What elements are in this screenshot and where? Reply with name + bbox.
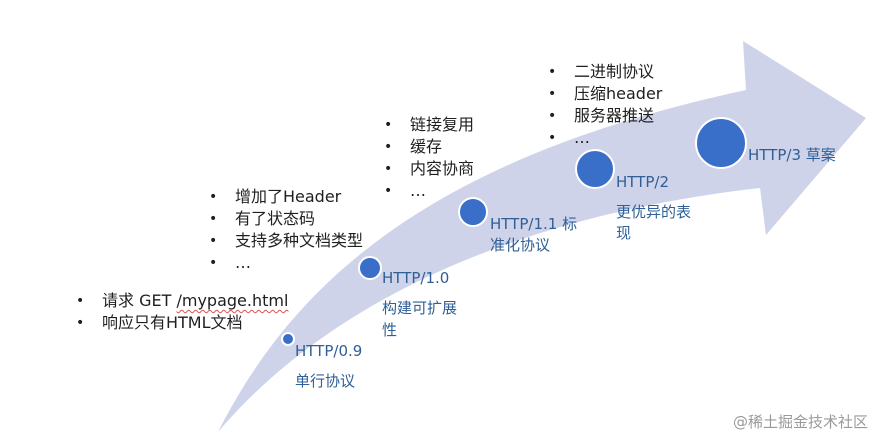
http2-features: 二进制协议 压缩header 服务器推送 … [544, 61, 662, 149]
feature-item: … [544, 127, 662, 149]
feature-item: 有了状态码 [205, 208, 363, 230]
feature-item: … [380, 180, 474, 202]
feature-item: 响应只有HTML文档 [72, 312, 288, 334]
http09-features: 请求 GET /mypage.html 响应只有HTML文档 [72, 290, 288, 334]
http10-features: 增加了Header 有了状态码 支持多种文档类型 … [205, 186, 363, 274]
milestone-dot-http3 [695, 117, 747, 169]
feature-item: 支持多种文档类型 [205, 230, 363, 252]
feature-item: 链接复用 [380, 114, 474, 136]
milestone-dot-http10 [358, 256, 382, 280]
version-desc-http10-line2: 性 [382, 321, 398, 339]
milestone-dot-http2 [575, 149, 615, 189]
feature-item: 缓存 [380, 136, 474, 158]
feature-item: 请求 GET /mypage.html [72, 290, 288, 312]
spellcheck-underlined-text: /mypage.html [176, 291, 289, 310]
feature-item: 服务器推送 [544, 105, 662, 127]
version-desc-http2-line2: 现 [616, 224, 632, 242]
milestone-dot-http11 [458, 197, 488, 227]
http11-features: 链接复用 缓存 内容协商 … [380, 114, 474, 202]
version-label-http10: HTTP/1.0 [382, 269, 450, 287]
version-label-http09: HTTP/0.9 [295, 342, 363, 360]
version-desc-http10-line1: 构建可扩展 [382, 299, 458, 317]
version-desc-http09: 单行协议 [295, 372, 356, 390]
feature-item: … [205, 252, 363, 274]
version-desc-http2-line1: 更优异的表 [616, 203, 692, 221]
version-label-http11-line1: HTTP/1.1 标 [490, 215, 578, 233]
version-label-http11-line2: 准化协议 [490, 236, 551, 254]
feature-item: 增加了Header [205, 186, 363, 208]
feature-item: 二进制协议 [544, 61, 662, 83]
watermark: @稀土掘金技术社区 [732, 413, 868, 431]
version-label-http3: HTTP/3 草案 [748, 146, 836, 164]
milestone-dot-http09 [281, 332, 295, 346]
feature-item: 压缩header [544, 83, 662, 105]
feature-item: 内容协商 [380, 158, 474, 180]
version-label-http2: HTTP/2 [616, 173, 669, 191]
